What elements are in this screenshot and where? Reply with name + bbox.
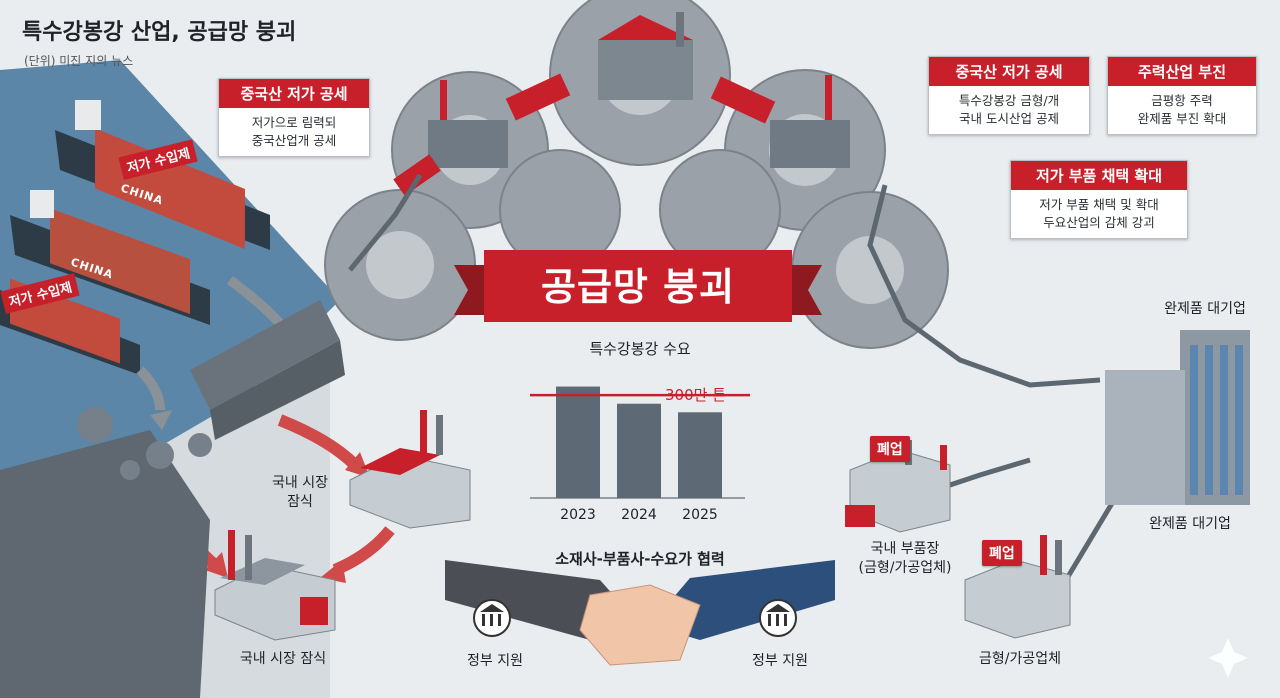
- chart-bar-2023: [556, 386, 600, 498]
- factory-domestic-2: [214, 530, 336, 641]
- truck-2: [710, 76, 776, 124]
- steel-bar-stack-bottom: [0, 430, 210, 698]
- chart-x-tick: 2025: [682, 507, 718, 523]
- callout-body: 저가으로 림력되 중국산업개 공세: [251, 115, 337, 148]
- factory-top: [598, 12, 693, 100]
- big-company-building: [1105, 330, 1250, 505]
- steel-bar-stack-top: [190, 300, 345, 440]
- banner-ribbon: [454, 250, 822, 322]
- callout-head: 중국산 저가 공세: [219, 79, 369, 108]
- closed-factory-1: [845, 440, 951, 533]
- label-gov-support-right: 정부 지원: [752, 653, 808, 669]
- callout-body: 저가 부품 채택 및 확대 두요산업의 감체 강괴: [1039, 197, 1159, 230]
- chart-bar-2025: [678, 412, 722, 498]
- truck-1: [505, 73, 571, 121]
- cargo-ship-2: [10, 190, 210, 325]
- label-big-company-mid: 완제품 대기업: [1149, 516, 1231, 532]
- factory-right-gear: [770, 75, 850, 168]
- callout-body: 금평항 주력 완제품 부진 확대: [1137, 93, 1227, 126]
- label-domestic-market-erosion-2: 국내 시장 잠식: [239, 651, 327, 667]
- callout-head: 저가 부품 채택 확대: [1011, 161, 1187, 190]
- closed-business-tag-1: 폐업: [870, 436, 910, 462]
- chart-bar-2024: [617, 403, 661, 498]
- machine-parts: [77, 407, 212, 480]
- callout-body: 특수강봉강 금형/개 국내 도시산업 공제: [958, 93, 1060, 126]
- government-icon-left: [473, 599, 511, 637]
- callout-head: 중국산 저가 공세: [929, 57, 1089, 86]
- callout-china-low-price-right: 중국산 저가 공세 특수강봉강 금형/개 국내 도시산업 공제: [928, 56, 1090, 135]
- demand-bar-chart: [530, 386, 750, 499]
- chart-x-tick: 2024: [621, 507, 657, 523]
- label-gov-support-left: 정부 지원: [467, 653, 523, 669]
- supply-chain-collapse-banner: 공급망 붕괴: [540, 265, 736, 309]
- chart-x-tick: 2023: [560, 507, 596, 523]
- closed-business-tag-2: 폐업: [982, 540, 1022, 566]
- page-subtitle: (단위) 미진 지의 뉴스: [24, 54, 134, 68]
- truck-3: [393, 154, 441, 196]
- factory-left-gear: [428, 80, 508, 168]
- page-title: 특수강봉강 산업, 공급망 붕괴: [22, 20, 297, 45]
- government-icon-right: [759, 599, 797, 637]
- label-big-company-top: 완제품 대기업: [1164, 301, 1246, 317]
- factory-domestic-1: [349, 410, 471, 529]
- handshake-title: 소재사-부품사-수요가 협력: [555, 550, 725, 568]
- chart-title: 특수강봉강 수요: [589, 340, 691, 358]
- label-domestic-parts: 국내 부품장 (금형/가공업체): [858, 541, 952, 576]
- label-domestic-market-erosion-1: 국내 시장 잠식: [272, 475, 328, 510]
- callout-low-price-parts: 저가 부품 채택 확대 저가 부품 채택 및 확대 두요산업의 감체 강괴: [1010, 160, 1188, 239]
- sparkle-icon: [1208, 638, 1248, 678]
- callout-main-industry-slump: 주력산업 부진 금평항 주력 완제품 부진 확대: [1107, 56, 1257, 135]
- label-mold-processing: 금형/가공업체: [979, 651, 1061, 667]
- callout-china-low-price-left: 중국산 저가 공세 저가으로 림력되 중국산업개 공세: [218, 78, 370, 157]
- callout-head: 주력산업 부진: [1108, 57, 1256, 86]
- handshake-illustration: [445, 560, 835, 666]
- chart-reference-label: 300만 톤: [665, 386, 726, 404]
